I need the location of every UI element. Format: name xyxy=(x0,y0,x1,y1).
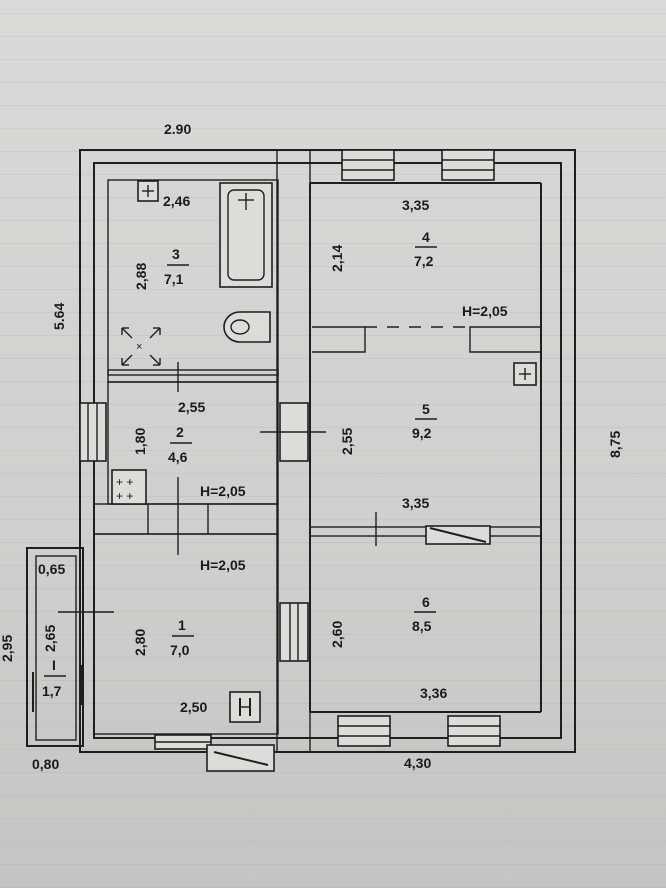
room-5-width: 3,35 xyxy=(402,495,429,511)
room-1-ceiling: H=2,05 xyxy=(200,557,246,573)
room-i-width: 0,65 xyxy=(38,561,65,577)
overall-bottom-left-width: 0,80 xyxy=(32,756,59,772)
room-3-number: 3 xyxy=(172,246,180,262)
overall-top-width: 2.90 xyxy=(164,121,191,137)
room-6-height: 2,60 xyxy=(329,621,345,648)
svg-text:+ +: + + xyxy=(116,475,133,489)
toilet-icon xyxy=(223,311,271,343)
room-i-number: I xyxy=(52,657,56,673)
room-6-width: 3,36 xyxy=(420,685,447,701)
partition-walls xyxy=(93,149,542,753)
room-4-height: 2,14 xyxy=(329,245,345,272)
overall-left-height: 5.64 xyxy=(51,303,67,330)
room-4-number: 4 xyxy=(422,229,430,245)
bathtub-icon xyxy=(219,182,273,288)
room-2-number: 2 xyxy=(176,424,184,440)
svg-text:+ +: + + xyxy=(116,489,133,503)
room-4-ceiling: H=2,05 xyxy=(462,303,508,319)
meter-icon xyxy=(229,691,261,723)
room-6-number: 6 xyxy=(422,594,430,610)
room-1-height: 2,80 xyxy=(132,629,148,656)
outer-walls xyxy=(79,149,576,753)
overall-bottom-right-width: 4,30 xyxy=(404,755,431,771)
room-5-area: 9,2 xyxy=(412,425,432,441)
room-1-width: 2,50 xyxy=(180,699,207,715)
annex-walls xyxy=(26,547,84,747)
svg-text:×: × xyxy=(136,341,142,353)
room-6-area: 8,5 xyxy=(412,618,432,634)
room-3-width: 2,46 xyxy=(163,193,190,209)
windows xyxy=(79,149,501,750)
room-i-area: 1,7 xyxy=(42,683,62,699)
room-2-height: 1,80 xyxy=(132,428,148,455)
room-2-width: 2,55 xyxy=(178,399,205,415)
overall-left-edge-partial: 2,95 xyxy=(0,635,15,662)
room-3-area: 7,1 xyxy=(164,271,184,287)
overall-right-height: 8,75 xyxy=(607,431,623,458)
stove-icon: + + + + xyxy=(111,469,147,505)
room-2-ceiling: H=2,05 xyxy=(200,483,246,499)
room-4-area: 7,2 xyxy=(414,253,434,269)
room-1-area: 7,0 xyxy=(170,642,190,658)
doors xyxy=(58,362,491,772)
room-4-width: 3,35 xyxy=(402,197,429,213)
room-3-height: 2,88 xyxy=(133,263,149,290)
room-2-area: 4,6 xyxy=(168,449,188,465)
room-1-number: 1 xyxy=(178,617,186,633)
room-5-height: 2,55 xyxy=(339,428,355,455)
fraction-bars xyxy=(44,246,437,677)
room-i-height: 2,65 xyxy=(42,625,58,652)
ventilation-icon: × xyxy=(121,327,161,366)
boiler-icon xyxy=(137,180,537,386)
room-5-number: 5 xyxy=(422,401,430,417)
